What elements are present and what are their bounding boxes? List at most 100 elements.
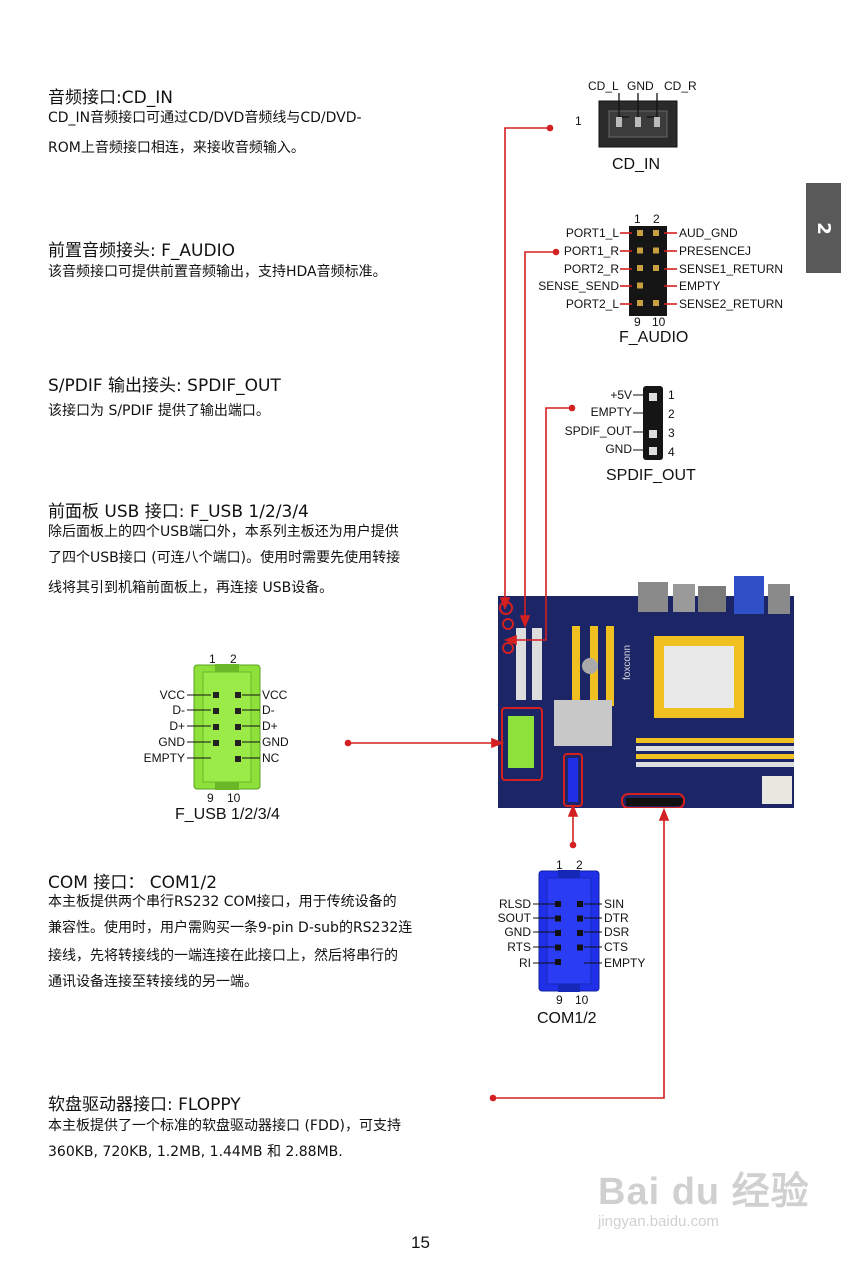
f-usb-title: 前面板 USB 接口: F_USB 1/2/3/4 bbox=[48, 502, 309, 522]
com-left-1: RLSD bbox=[498, 897, 531, 911]
header-pin bbox=[653, 247, 659, 254]
f-usb-right-2: D- bbox=[262, 703, 275, 717]
f-usb-num-10: 10 bbox=[227, 791, 241, 805]
com-right-5: EMPTY bbox=[604, 956, 646, 970]
cd-in-pin1-num: 1 bbox=[575, 114, 582, 128]
f-audio-left-4: SENSE_SEND bbox=[538, 279, 619, 293]
spdif-left-3: SPDIF_OUT bbox=[564, 424, 632, 438]
chapter-number: 2 bbox=[813, 221, 834, 235]
header-pin bbox=[235, 708, 241, 714]
cd-in-pin-gnd: GND bbox=[627, 79, 654, 93]
f-usb-left-1: VCC bbox=[159, 688, 185, 702]
f-usb-header-icon bbox=[193, 664, 261, 790]
header-pin bbox=[637, 265, 643, 271]
spdif-left-2: EMPTY bbox=[590, 405, 632, 419]
com-left-3: GND bbox=[504, 925, 531, 939]
cd-in-caption: CD_IN bbox=[612, 156, 661, 173]
f-audio-left-3: PORT2_R bbox=[563, 262, 619, 276]
com-desc-3: 接线，先将转接线的一端连接在此接口上，然后将串行的 bbox=[48, 948, 398, 964]
f-usb-right-5: NC bbox=[262, 751, 280, 765]
header-pin bbox=[637, 230, 643, 236]
f-audio-right-4: EMPTY bbox=[679, 279, 721, 293]
f-audio-num-10: 10 bbox=[652, 315, 666, 329]
motherboard-image: foxconn bbox=[498, 576, 794, 808]
header-pin bbox=[637, 282, 643, 289]
header-pin bbox=[653, 230, 659, 236]
f-audio-num-9: 9 bbox=[634, 315, 641, 329]
f-usb-num-9: 9 bbox=[207, 791, 214, 805]
header-pin bbox=[235, 692, 241, 698]
spdif-left-4: GND bbox=[605, 442, 632, 456]
com-right-3: DSR bbox=[604, 925, 630, 939]
com-title: COM 接口： COM1/2 bbox=[48, 873, 218, 893]
spdif-num-2: 2 bbox=[668, 407, 675, 421]
header-pin bbox=[555, 901, 561, 907]
f-usb-left-4: GND bbox=[158, 735, 185, 749]
f-audio-num-1: 1 bbox=[634, 212, 641, 226]
f-audio-caption: F_AUDIO bbox=[619, 329, 689, 346]
floppy-desc-1: 本主板提供了一个标准的软盘驱动器接口 (FDD)，可支持 bbox=[48, 1118, 401, 1134]
cd-in-desc-1: CD_IN音频接口可通过CD/DVD音频线与CD/DVD- bbox=[48, 110, 362, 126]
f-audio-title: 前置音频接头: F_AUDIO bbox=[48, 241, 235, 261]
f-audio-right-3: SENSE1_RETURN bbox=[679, 262, 784, 276]
f-audio-desc-1: 该音频接口可提供前置音频输出，支持HDA音频标准。 bbox=[48, 264, 387, 280]
spdif-title: S/PDIF 输出接头: SPDIF_OUT bbox=[48, 376, 281, 396]
spdif-num-3: 3 bbox=[668, 426, 675, 440]
f-usb-left-3: D+ bbox=[169, 719, 185, 733]
com-right-4: CTS bbox=[604, 940, 628, 954]
com-caption: COM1/2 bbox=[537, 1010, 597, 1027]
spdif-num-4: 4 bbox=[668, 445, 675, 459]
header-pin bbox=[213, 708, 219, 714]
com-right-1: SIN bbox=[604, 897, 625, 911]
f-usb-num-2: 2 bbox=[230, 652, 237, 666]
com-desc-2: 兼容性。使用时，用户需购买一条9-pin D-sub的RS232连 bbox=[48, 920, 413, 936]
header-pin bbox=[653, 300, 659, 306]
header-pin bbox=[637, 300, 643, 306]
baidu-watermark: Bai du 经验 jingyan.baidu.com bbox=[598, 1160, 810, 1230]
f-usb-num-1: 1 bbox=[209, 652, 216, 666]
f-usb-left-2: D- bbox=[172, 703, 185, 717]
header-pin bbox=[235, 756, 241, 762]
f-audio-num-2: 2 bbox=[653, 212, 660, 226]
header-pin bbox=[235, 740, 241, 746]
header-pin bbox=[555, 915, 561, 922]
f-audio-left-2: PORT1_R bbox=[563, 244, 619, 258]
f-audio-left-5: PORT2_L bbox=[565, 297, 619, 311]
header-pin bbox=[577, 915, 583, 922]
com-left-5: RI bbox=[519, 956, 531, 970]
cd-in-title: 音频接口:CD_IN bbox=[48, 88, 173, 108]
cd-in-connector-icon bbox=[598, 93, 678, 148]
header-pin bbox=[235, 724, 241, 730]
header-pin bbox=[213, 692, 219, 698]
watermark-logo: Bai du 经验 bbox=[598, 1171, 810, 1213]
header-pin bbox=[577, 901, 583, 907]
header-pin bbox=[213, 740, 219, 746]
f-usb-right-3: D+ bbox=[262, 719, 278, 733]
spdif-desc-1: 该接口为 S/PDIF 提供了输出端口。 bbox=[48, 403, 270, 419]
watermark-url: jingyan.baidu.com bbox=[598, 1213, 719, 1230]
f-audio-left-1: PORT1_L bbox=[565, 226, 619, 240]
com-desc-1: 本主板提供两个串行RS232 COM接口，用于传统设备的 bbox=[48, 894, 397, 910]
header-pin bbox=[637, 247, 643, 254]
cd-in-pin-cd-l: CD_L bbox=[588, 79, 619, 93]
f-usb-left-5: EMPTY bbox=[143, 751, 185, 765]
com-left-4: RTS bbox=[507, 940, 531, 954]
f-audio-right-1: AUD_GND bbox=[679, 226, 738, 240]
f-audio-header-icon bbox=[629, 226, 667, 316]
spdif-num-1: 1 bbox=[668, 388, 675, 402]
f-usb-desc-3: 线将其引到机箱前面板上，再连接 USB设备。 bbox=[48, 580, 334, 596]
f-audio-right-2: PRESENCEJ bbox=[679, 244, 752, 258]
cd-in-desc-2: ROM上音频接口相连，来接收音频输入。 bbox=[48, 140, 305, 156]
header-pin bbox=[653, 265, 659, 271]
f-audio-right-5: SENSE2_RETURN bbox=[679, 297, 784, 311]
header-pin bbox=[577, 930, 583, 936]
f-usb-caption: F_USB 1/2/3/4 bbox=[175, 806, 280, 823]
spdif-header-icon bbox=[643, 386, 663, 460]
board-brand-label: foxconn bbox=[622, 645, 633, 680]
floppy-title: 软盘驱动器接口: FLOPPY bbox=[48, 1095, 241, 1115]
f-usb-desc-2: 了四个USB接口 (可连八个端口)。使用时需要先使用转接 bbox=[48, 550, 401, 566]
com-header-icon bbox=[538, 870, 600, 992]
f-usb-desc-1: 除后面板上的四个USB端口外，本系列主板还为用户提供 bbox=[48, 524, 399, 540]
com-desc-4: 通讯设备连接至转接线的另一端。 bbox=[48, 974, 258, 990]
cd-in-pin-cd-r: CD_R bbox=[664, 79, 697, 93]
